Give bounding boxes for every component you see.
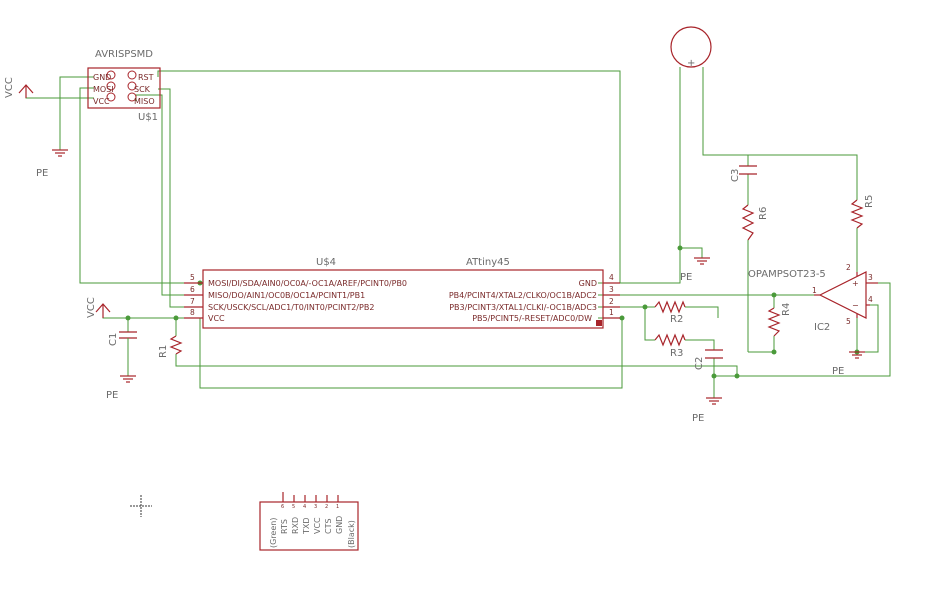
ftdi-pin-num: 5: [292, 504, 295, 510]
ground-icon: PE: [832, 351, 865, 377]
opamp-ic2: OPAMPSOT23-5 + − 1 2 3 4 5 IC2: [748, 263, 878, 333]
pin1-marker: [596, 320, 602, 326]
ftdi-pin-num: 6: [281, 504, 284, 510]
mcu-pin-name: MOSI/DI/SDA/AIN0/OC0A/-OC1A/AREF/PCINT0/…: [208, 279, 407, 288]
capacitor-c3: C3: [730, 165, 757, 182]
ftdi-label-rxd: RXD: [291, 517, 300, 534]
ftdi-pin-num: 3: [314, 504, 317, 510]
opamp-pin-num: 4: [868, 295, 873, 304]
ground-icon: PE: [680, 257, 710, 283]
mcu-name-label: ATtiny45: [466, 257, 510, 268]
mcu-pin-num: 1: [609, 308, 614, 317]
mcu-pin-name: MISO/DO/AIN1/OC0B/OC1A/PCINT1/PB1: [208, 291, 365, 300]
mcu-pin-num: 6: [190, 285, 195, 294]
r6-label: R6: [758, 207, 769, 220]
capacitor-c2: C2: [694, 349, 723, 370]
c1-label: C1: [108, 333, 119, 346]
ftdi-label-cts: CTS: [324, 518, 333, 534]
mcu-pin-num: 5: [190, 273, 195, 282]
isp-pin-vcc: VCC: [93, 97, 110, 106]
c2-label: C2: [694, 357, 705, 370]
pe-label: PE: [106, 390, 118, 401]
vcc-label: VCC: [4, 77, 15, 98]
ftdi-label-black: (Black): [347, 520, 356, 548]
resistor-r2: R2: [654, 300, 686, 325]
c3-label: C3: [730, 169, 741, 182]
sensor-plus-label: +: [687, 58, 695, 69]
mcu-pin-name: VCC: [208, 314, 225, 323]
ground-icon: PE: [36, 149, 68, 179]
resistor-r1: R1: [158, 335, 183, 358]
r3-label: R3: [670, 348, 683, 359]
opamp-pin-num: 3: [868, 273, 873, 282]
crosshair-icon[interactable]: [130, 495, 152, 517]
isp-pin-rst: RST: [138, 73, 154, 82]
junction-dot: [771, 292, 777, 298]
opamp-pin-num: 1: [812, 286, 817, 295]
opamp-ref-label: IC2: [814, 322, 830, 333]
pe-label: PE: [832, 366, 844, 377]
junction-dot: [642, 304, 648, 310]
ftdi-label-gnd: GND: [335, 516, 344, 534]
ftdi-label-vcc: VCC: [313, 517, 322, 534]
junction-dot: [711, 373, 717, 379]
resistor-r6: R6: [741, 204, 769, 241]
resistor-r4: R4: [767, 303, 792, 337]
isp-pin-sck: SCK: [134, 85, 151, 94]
mcu-pin-name: SCK/USCK/SCL/ADC1/T0/INT0/PCINT2/PB2: [208, 303, 374, 312]
ground-icon: PE: [106, 375, 136, 401]
opamp-minus-label: −: [852, 301, 859, 310]
pe-label: PE: [36, 168, 48, 179]
mcu-pin-name: PB5/PCINT5/-RESET/ADC0/DW: [472, 314, 592, 323]
mcu-pin-num: 4: [609, 273, 614, 282]
ftdi-label-green: (Green): [269, 518, 278, 548]
sensor: +: [670, 26, 712, 69]
opamp-plus-label: +: [852, 279, 859, 288]
r4-label: R4: [781, 303, 792, 316]
mcu-ref-label: U$4: [316, 257, 336, 268]
mcu-pin-num: 2: [609, 297, 614, 306]
junction-dot: [677, 245, 683, 251]
mcu-pin-num: 7: [190, 297, 195, 306]
isp-pin-mosi: MOSI: [93, 85, 114, 94]
vcc-arrow-icon: VCC: [86, 297, 111, 318]
mcu-pin-num: 8: [190, 308, 195, 317]
isp-pin-gnd: GND: [93, 73, 111, 82]
mcu-pin-name: GND: [579, 279, 597, 288]
mcu-pin-num: 3: [609, 285, 614, 294]
ground-icon: PE: [692, 397, 722, 424]
capacitor-c1: C1: [108, 331, 137, 346]
r1-label: R1: [158, 345, 169, 358]
opamp-name-label: OPAMPSOT23-5: [748, 269, 826, 280]
junction-dot: [734, 373, 740, 379]
ftdi-header: (Green) RTS RXD TXD VCC CTS GND (Black) …: [259, 492, 359, 551]
junction-dot: [173, 315, 179, 321]
junction-dot: [771, 349, 777, 355]
vcc-arrow-icon: VCC: [4, 77, 34, 98]
ftdi-pin-num: 4: [303, 504, 306, 510]
ftdi-pin-num: 2: [325, 504, 328, 510]
ftdi-label-rts: RTS: [280, 519, 289, 534]
resistor-r5: R5: [850, 195, 875, 229]
isp-pin-miso: MISO: [134, 97, 155, 106]
pe-label: PE: [680, 272, 692, 283]
isp-name-label: AVRISPSMD: [95, 49, 153, 60]
mcu-pin-name: PB3/PCINT3/XTAL1/CLKI/-OC1B/ADC3: [449, 303, 597, 312]
opamp-pin-num: 5: [846, 317, 851, 326]
resistor-r3: R3: [654, 333, 686, 359]
ftdi-label-txd: TXD: [302, 517, 311, 535]
opamp-pin-num: 2: [846, 263, 851, 272]
isp-header: AVRISPSMD GND MOSI VCC RST SCK MISO U$1: [87, 49, 161, 123]
mcu-pin-name: PB4/PCINT4/XTAL2/CLKO/OC1B/ADC2: [449, 291, 597, 300]
vcc-label: VCC: [86, 297, 97, 318]
pe-label: PE: [692, 413, 704, 424]
r5-label: R5: [864, 195, 875, 208]
junction-dot: [619, 315, 625, 321]
mcu-attiny45: U$4 ATtiny45 5 6 7 8 MOSI/DI/SDA/AIN0/OC…: [184, 257, 620, 329]
ftdi-pin-num: 1: [336, 504, 339, 510]
r2-label: R2: [670, 314, 683, 325]
junction-dot: [125, 315, 131, 321]
isp-ref-label: U$1: [138, 112, 158, 123]
